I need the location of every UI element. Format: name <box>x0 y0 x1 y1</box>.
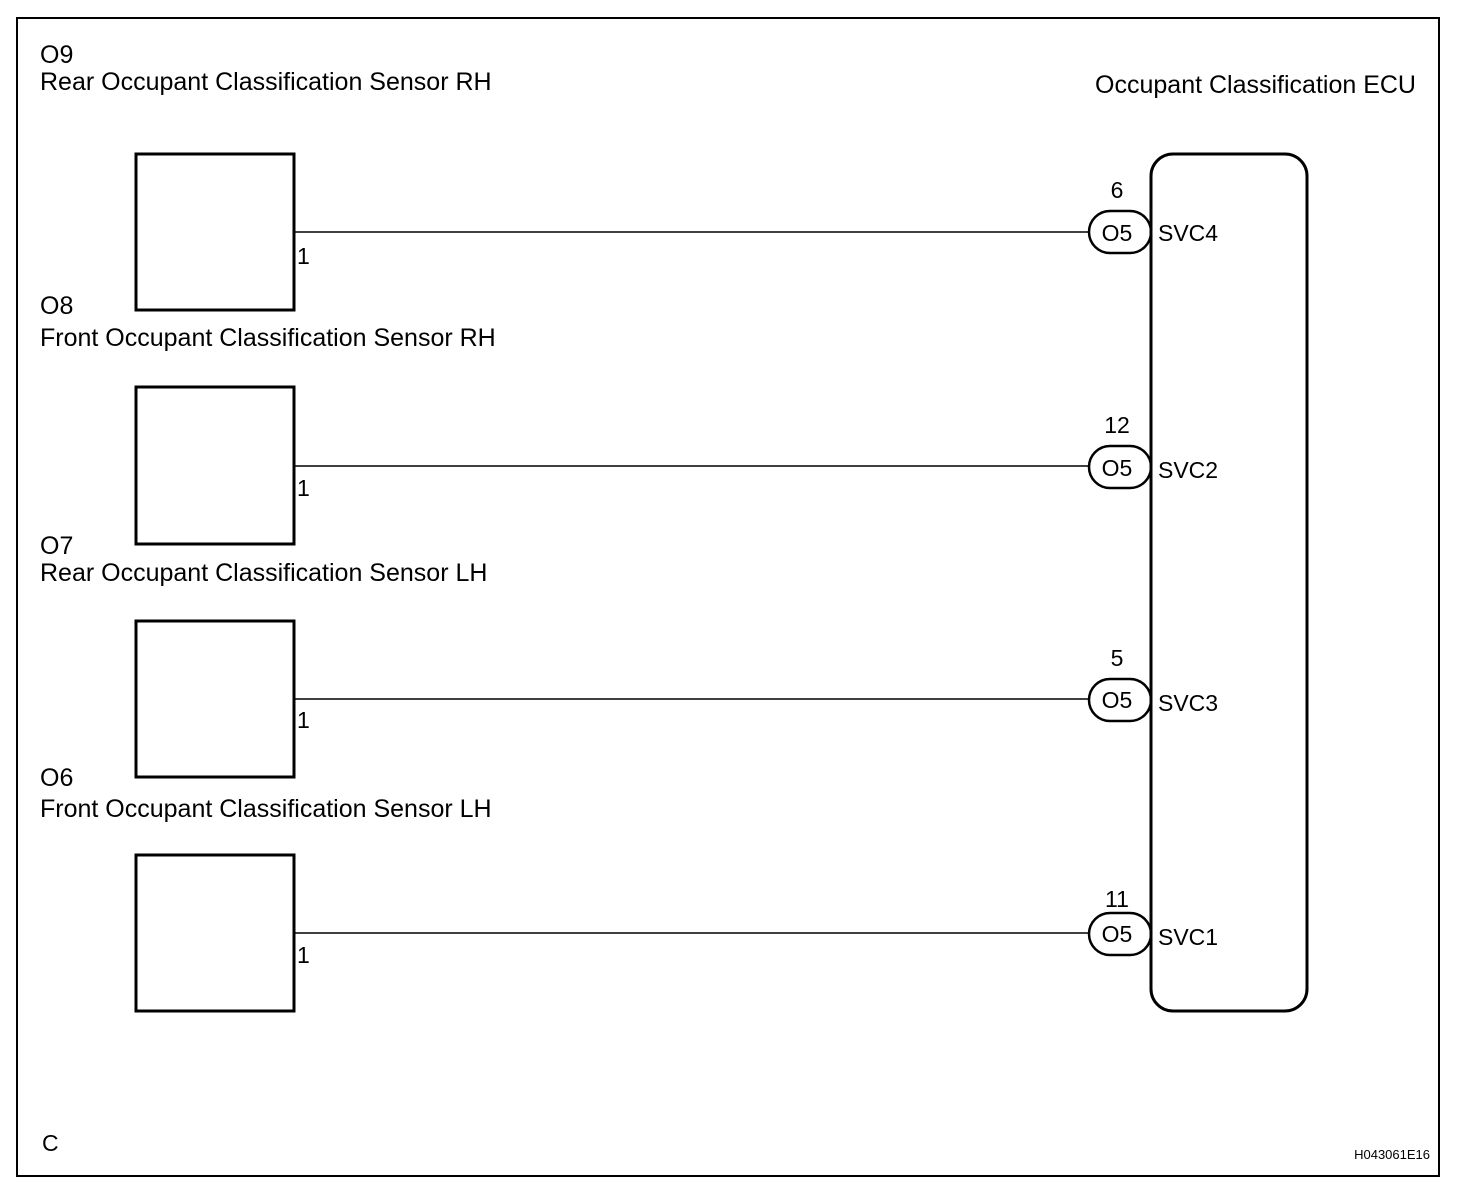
sensor-name: Rear Occupant Classification Sensor RH <box>40 68 492 96</box>
connector-label: O5 <box>1102 687 1133 713</box>
sensor-pin: 1 <box>297 475 310 501</box>
connector-oval <box>1087 911 1153 957</box>
sensor-o8: O8 Front Occupant Classification Sensor … <box>40 292 1218 546</box>
terminal-label: SVC1 <box>1158 924 1218 950</box>
sensor-pin: 1 <box>297 707 310 733</box>
sensor-code: O7 <box>40 532 73 560</box>
sensor-o7: O7 Rear Occupant Classification Sensor L… <box>40 532 1218 779</box>
connector-oval <box>1087 209 1153 255</box>
connector-label: O5 <box>1102 455 1133 481</box>
ecu-pin-number: 12 <box>1104 412 1130 438</box>
sensor-code: O8 <box>40 292 73 320</box>
connector-label: O5 <box>1102 921 1133 947</box>
sensor-pin: 1 <box>297 243 310 269</box>
terminal-label: SVC3 <box>1158 690 1218 716</box>
sensor-box <box>134 385 296 546</box>
terminal-label: SVC2 <box>1158 457 1218 483</box>
ecu-pin-number: 11 <box>1105 886 1129 912</box>
sensor-name: Front Occupant Classification Sensor LH <box>40 795 492 823</box>
sensor-code: O6 <box>40 764 73 792</box>
ecu-label: Occupant Classification ECU <box>1095 71 1416 99</box>
sensor-code: O9 <box>40 41 73 69</box>
sensor-o6: O6 Front Occupant Classification Sensor … <box>40 764 1218 1013</box>
connector-label: O5 <box>1102 220 1133 246</box>
sensor-o9: O9 Rear Occupant Classification Sensor R… <box>40 41 1218 312</box>
ecu-pin-number: 6 <box>1111 177 1124 203</box>
ecu-pin-number: 5 <box>1111 645 1124 671</box>
terminal-label: SVC4 <box>1158 220 1218 246</box>
diagram-frame <box>16 17 1440 1177</box>
sensor-box <box>134 619 296 779</box>
sensor-box <box>134 853 296 1013</box>
ecu-box <box>1149 152 1309 1013</box>
sensor-box <box>134 152 296 312</box>
section-letter: C <box>42 1130 59 1156</box>
sensor-name: Front Occupant Classification Sensor RH <box>40 324 496 352</box>
sensor-pin: 1 <box>297 942 310 968</box>
sensor-name: Rear Occupant Classification Sensor LH <box>40 559 487 587</box>
figure-id: H043061E16 <box>1354 1147 1430 1162</box>
connector-oval <box>1087 677 1153 723</box>
connector-oval <box>1087 444 1153 490</box>
